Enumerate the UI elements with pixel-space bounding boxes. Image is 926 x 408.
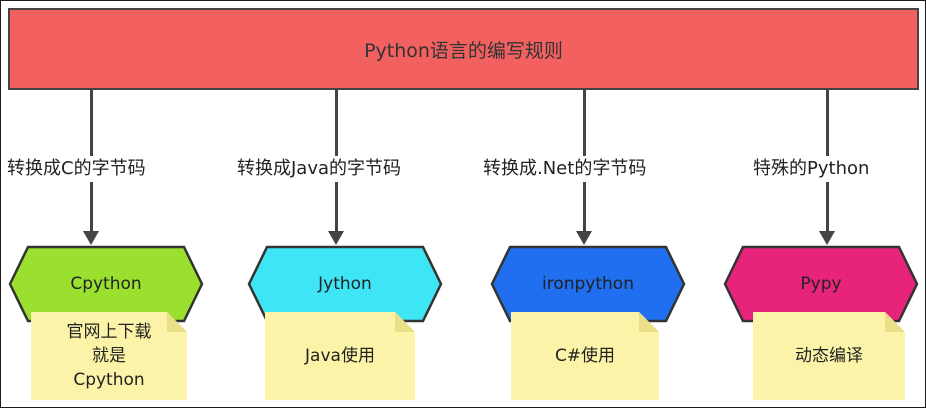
note-cpython-text: 官网上下载 就是 Cpython <box>66 322 152 390</box>
edge-label-ironpython: 转换成.Net的字节码 <box>481 156 649 182</box>
note-jython: Java使用 <box>265 312 415 400</box>
note-jython-text: Java使用 <box>305 346 375 366</box>
note-jython-shape <box>265 312 415 400</box>
node-pypy-shape <box>723 245 919 323</box>
edge-label-pypy: 特殊的Python <box>751 156 872 182</box>
arrow-head-pypy <box>819 231 835 245</box>
arrow-head-cpython <box>83 231 99 245</box>
edge-label-jython: 转换成Java的字节码 <box>235 156 404 182</box>
note-ironpython-shape <box>511 312 659 400</box>
note-pypy-text: 动态编译 <box>795 346 863 366</box>
node-pypy: Pypy <box>723 245 919 323</box>
node-cpython-shape <box>8 245 204 323</box>
root-node-label: Python语言的编写规则 <box>364 39 563 62</box>
arrow-head-ironpython <box>576 231 592 245</box>
note-pypy: 动态编译 <box>753 312 905 400</box>
edge-label-cpython: 转换成C的字节码 <box>5 156 148 182</box>
root-node: Python语言的编写规则 <box>8 8 919 90</box>
note-ironpython-text: C#使用 <box>554 346 616 366</box>
node-ironpython: ironpython <box>490 245 686 323</box>
node-cpython-label: Cpython <box>70 274 142 294</box>
arrow-head-jython <box>328 231 344 245</box>
note-ironpython: C#使用 <box>511 312 659 400</box>
node-jython: Jython <box>247 245 443 323</box>
node-cpython: Cpython <box>8 245 204 323</box>
node-jython-shape <box>247 245 443 323</box>
node-pypy-label: Pypy <box>800 274 842 294</box>
node-ironpython-shape <box>490 245 686 323</box>
note-pypy-shape <box>753 312 905 400</box>
note-cpython-shape <box>31 312 187 400</box>
node-jython-label: Jython <box>318 274 372 294</box>
note-cpython: 官网上下载 就是 Cpython <box>31 312 187 400</box>
node-ironpython-label: ironpython <box>542 274 634 294</box>
